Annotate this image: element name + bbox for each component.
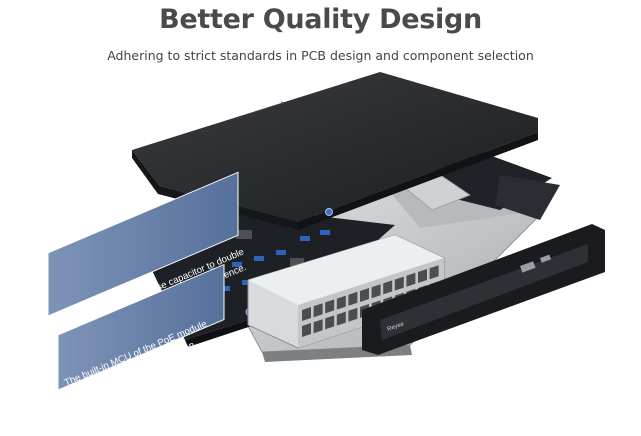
callout-capacitor (47, 171, 239, 317)
rj45-port (406, 272, 416, 287)
rj45-port (302, 323, 311, 337)
rj45-port (418, 269, 427, 283)
rj45-port (383, 280, 393, 295)
page-subtitle: Adhering to strict standards in PCB desi… (107, 48, 534, 63)
rj45-port (348, 307, 358, 322)
callout-mcu (57, 263, 225, 391)
rj45-port (325, 315, 335, 330)
rj45-port (394, 276, 404, 291)
rj45-port (313, 303, 323, 318)
rj45-port-block (247, 234, 445, 349)
page-title: Better Quality Design (159, 4, 482, 35)
rj45-port (360, 288, 369, 302)
brand-logo: Reyee (387, 321, 406, 333)
rj45-port (371, 284, 381, 299)
rj45-port (336, 295, 346, 310)
front-panel: Reyee (362, 224, 605, 355)
rj45-port (302, 307, 311, 321)
rj45-port (336, 311, 346, 326)
screw-icon (325, 208, 333, 216)
rj45-port (348, 291, 358, 306)
rj45-port (313, 319, 323, 334)
rj45-port (429, 265, 439, 280)
rj45-port (325, 299, 335, 314)
